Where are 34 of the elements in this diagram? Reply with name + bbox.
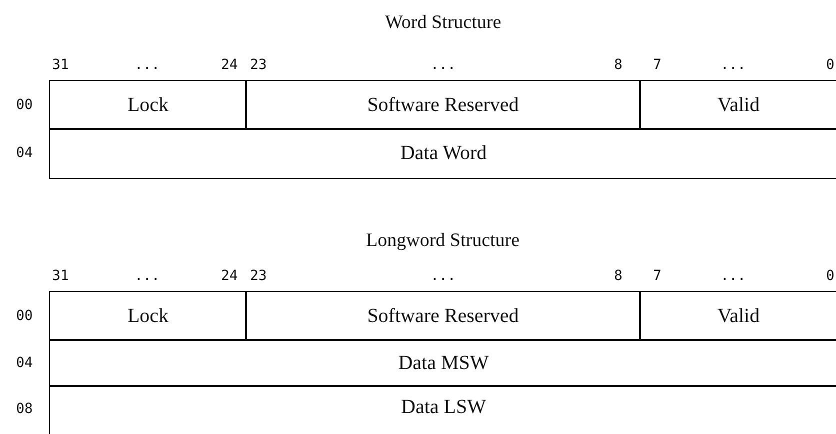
bit-number: 24 bbox=[221, 57, 238, 73]
bit-number: 23 bbox=[250, 57, 267, 73]
register-field: Lock bbox=[49, 80, 247, 130]
offset-label: 08 bbox=[16, 401, 33, 417]
section-title: Word Structure bbox=[385, 12, 502, 34]
bit-number: 31 bbox=[52, 268, 69, 284]
register-field: Data Word bbox=[49, 128, 836, 179]
bit-number: 23 bbox=[250, 268, 267, 284]
bit-number: ... bbox=[430, 268, 456, 284]
bit-number: ... bbox=[720, 57, 746, 73]
bit-number: 0 bbox=[826, 268, 834, 284]
bit-number: 8 bbox=[614, 268, 622, 284]
register-field: Valid bbox=[639, 291, 836, 341]
section-title: Longword Structure bbox=[366, 230, 520, 252]
bit-number: ... bbox=[430, 57, 456, 73]
register-field: Valid bbox=[639, 80, 836, 130]
bit-number: 7 bbox=[653, 57, 662, 73]
register-field: Data LSW bbox=[49, 385, 836, 434]
register-field: Data MSW bbox=[49, 339, 836, 387]
bit-number: ... bbox=[134, 268, 160, 284]
bit-number: ... bbox=[720, 268, 746, 284]
bit-number: 0 bbox=[826, 57, 834, 73]
bit-number: ... bbox=[134, 57, 160, 73]
register-field: Lock bbox=[49, 291, 247, 341]
bit-number: 31 bbox=[52, 57, 69, 73]
bit-number: 7 bbox=[653, 268, 662, 284]
register-field: Software Reserved bbox=[245, 291, 641, 341]
offset-label: 04 bbox=[16, 145, 33, 161]
register-field: Software Reserved bbox=[245, 80, 641, 130]
bit-number: 8 bbox=[614, 57, 622, 73]
offset-label: 00 bbox=[16, 308, 33, 324]
offset-label: 04 bbox=[16, 355, 33, 371]
bit-number: 24 bbox=[221, 268, 238, 284]
offset-label: 00 bbox=[16, 97, 33, 113]
